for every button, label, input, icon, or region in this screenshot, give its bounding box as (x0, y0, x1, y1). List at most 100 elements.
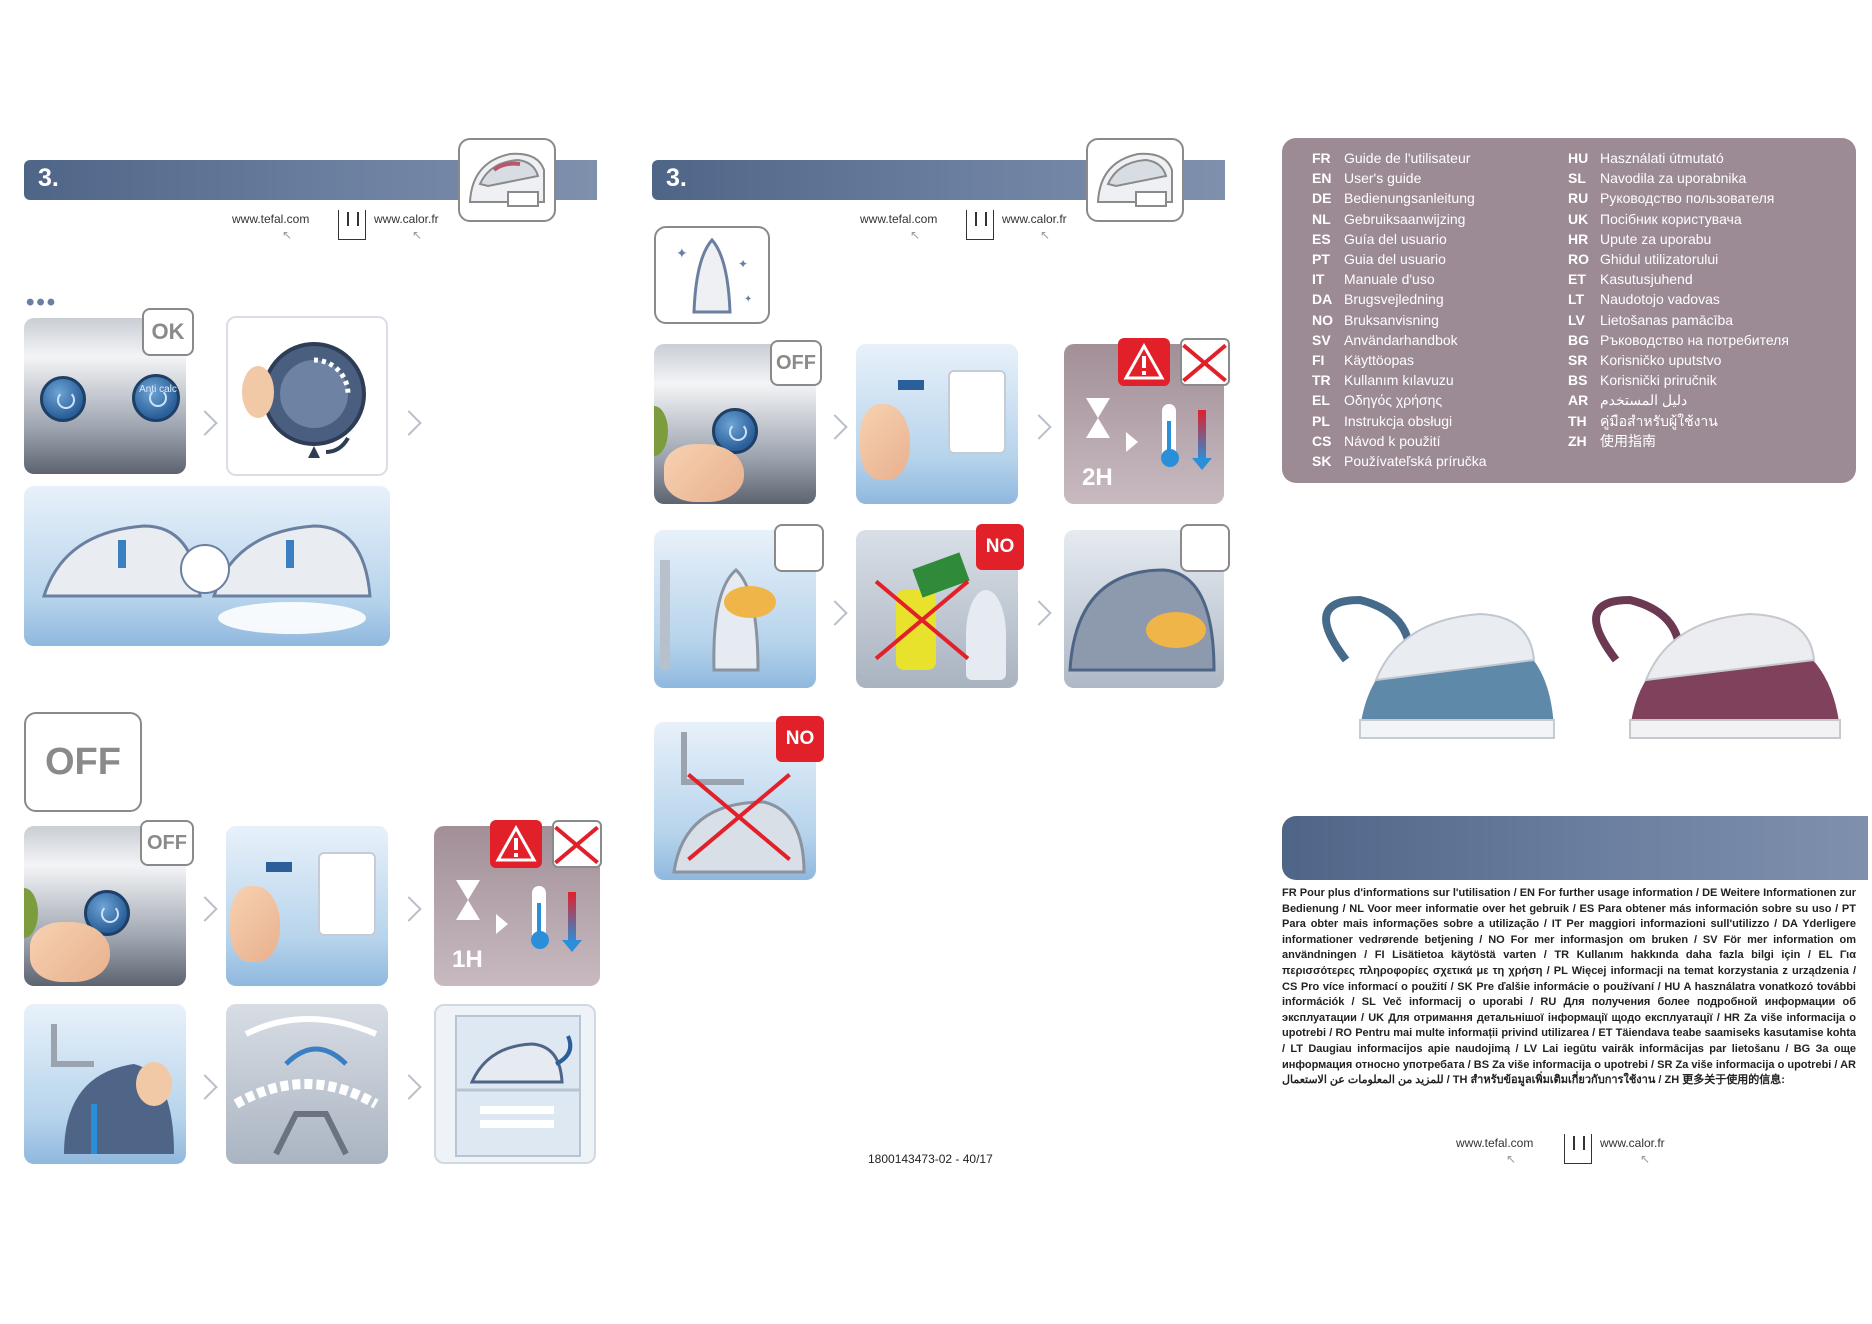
calor-link[interactable]: www.calor.fr (374, 212, 439, 226)
tefal-link[interactable]: www.tefal.com (1456, 1136, 1534, 1150)
language-code: NO (1312, 311, 1333, 328)
language-code: DE (1312, 190, 1332, 207)
warning-icon (490, 820, 542, 868)
storage-panel (434, 1004, 596, 1164)
chevron-right-icon (192, 1074, 218, 1100)
language-guide-name: دليل المستخدم (1600, 392, 1688, 409)
arrow-left-icon (266, 862, 292, 872)
no-unplug-icon (1180, 338, 1230, 386)
language-guide-name: Návod k použití (1344, 432, 1441, 449)
wall-socket (948, 370, 1006, 454)
language-guide-name: Bedienungsanleitung (1344, 190, 1475, 207)
finger (664, 444, 744, 502)
more-info-header-bar (1282, 816, 1868, 880)
language-guide-name: Användarhandbok (1344, 331, 1458, 348)
no-unplug-icon (552, 820, 602, 868)
off-badge: OFF (770, 340, 822, 386)
cursor-icon: ↖ (1040, 228, 1051, 242)
unplug-panel (226, 826, 388, 986)
url-row-left: www.tefal.com ↖ www.calor.fr ↖ (232, 208, 462, 244)
svg-text:✦: ✦ (676, 246, 688, 262)
finger (30, 922, 110, 982)
language-code: PT (1312, 251, 1330, 268)
chevron-right-icon (396, 1074, 422, 1100)
calor-link[interactable]: www.calor.fr (1002, 212, 1067, 226)
language-guide-name: Οδηγός χρήσης (1344, 392, 1443, 409)
temperature-down-icon (562, 892, 582, 952)
hourglass-icon (180, 544, 230, 594)
language-guide-name: Gebruiksaanwijzing (1344, 210, 1466, 227)
language-guide-name: Használati útmutató (1600, 150, 1724, 166)
language-code: SR (1568, 352, 1588, 369)
language-code: EN (1312, 170, 1332, 187)
language-guide-name: Používateľská príručka (1344, 453, 1487, 470)
language-code: TH (1568, 412, 1587, 429)
step-number: 3. (38, 164, 59, 192)
calor-link[interactable]: www.calor.fr (1600, 1136, 1665, 1150)
off-badge: OFF (140, 820, 194, 866)
hand (230, 886, 280, 962)
language-code: LV (1568, 311, 1585, 328)
language-guide-name: คู่มือสำหรับผู้ใช้งาน (1600, 412, 1718, 429)
play-arrow-icon (496, 914, 508, 934)
sponge-icon (1180, 524, 1230, 572)
chevron-right-icon (396, 410, 422, 436)
language-code: LT (1568, 291, 1585, 308)
cursor-icon: ↖ (1640, 1152, 1651, 1166)
language-code: FR (1312, 150, 1331, 166)
no-badge: NO (776, 716, 824, 762)
language-item: FR Guide de l'utilisateur (1312, 148, 1487, 168)
thermometer-icon (1161, 404, 1179, 467)
chevron-right-icon (192, 896, 218, 922)
language-code: SV (1312, 331, 1331, 348)
svg-text:✦: ✦ (744, 294, 752, 305)
play-arrow-icon (1126, 432, 1138, 452)
language-code: DA (1312, 291, 1333, 308)
url-row-footer: www.tefal.com ↖ www.calor.fr ↖ (1456, 1132, 1696, 1168)
document-number: 1800143473-02 - 40/17 (868, 1152, 993, 1166)
chevron-right-icon (1026, 414, 1052, 440)
language-code: SL (1568, 170, 1586, 187)
language-code: ZH (1568, 432, 1587, 449)
anticalc-panel: Anti calc (24, 318, 186, 474)
language-item: ZH 使用指南 (1568, 431, 1789, 451)
language-item: SV Användarhandbok (1312, 330, 1487, 350)
language-guide-name: User's guide (1344, 170, 1422, 187)
language-guide-name: Kasutusjuhend (1600, 271, 1693, 288)
language-item: ET Kasutusjuhend (1568, 269, 1789, 289)
fill-tank-panel (24, 1004, 186, 1164)
wall-socket (318, 852, 376, 936)
language-guide-name: Ръководство на потребителя (1600, 331, 1789, 348)
tefal-link[interactable]: www.tefal.com (860, 212, 938, 226)
off-mode-label: OFF (24, 712, 142, 812)
language-guide-name: Käyttöopas (1344, 352, 1415, 369)
language-guide-name: Instrukcja obsługi (1344, 412, 1453, 429)
language-guide-name: Guía del usuario (1344, 230, 1447, 247)
language-code: UK (1568, 210, 1589, 227)
thermometer-icon (531, 886, 549, 949)
language-code: TR (1312, 372, 1331, 389)
language-item: NO Bruksanvisning (1312, 310, 1487, 330)
language-guide-name: Ghidul utilizatorului (1600, 251, 1719, 268)
cross-icon (872, 570, 972, 670)
language-guide-name: Guide de l'utilisateur (1344, 150, 1471, 166)
more-info-text: FR Pour plus d'informations sur l'utilis… (1282, 887, 1856, 1087)
language-guide-name: Bruksanvisning (1344, 311, 1439, 328)
language-code: ET (1568, 271, 1586, 288)
language-guide-name: 使用指南 (1600, 432, 1656, 449)
tefal-link[interactable]: www.tefal.com (232, 212, 310, 226)
language-code: PL (1312, 412, 1330, 429)
cooldown-time: 2H (1082, 464, 1113, 491)
chevron-right-icon (822, 414, 848, 440)
